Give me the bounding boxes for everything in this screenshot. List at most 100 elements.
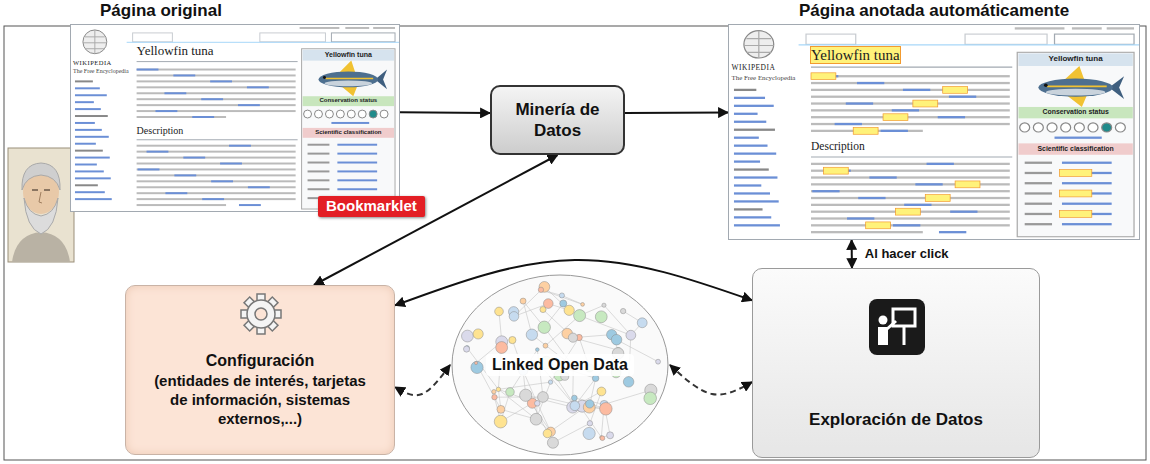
portrait-beard	[24, 198, 58, 234]
row-key	[308, 153, 330, 155]
top-link	[345, 27, 369, 29]
text-line	[137, 74, 296, 76]
row-key	[308, 188, 330, 190]
link-segment	[904, 204, 931, 206]
annotation-highlight	[823, 167, 848, 174]
text-line	[811, 75, 1010, 77]
link-segment	[155, 110, 177, 112]
cloud-dataset	[462, 330, 474, 342]
tab	[806, 34, 856, 44]
fish-eye	[1044, 84, 1048, 87]
status-dot	[315, 110, 323, 118]
dashed-connector	[670, 365, 752, 395]
box-label: Exploración de Datos	[809, 409, 983, 430]
sidebar-link	[75, 150, 103, 152]
status-dot	[1102, 123, 1112, 132]
text-line	[137, 104, 296, 106]
link-segment	[201, 98, 223, 100]
exploration-icon	[869, 299, 925, 355]
cloud-outline	[452, 275, 668, 455]
sidebar-link	[734, 160, 760, 162]
sidebar-link	[734, 121, 766, 123]
connector-arrow	[851, 240, 853, 268]
portrait-robe	[12, 232, 70, 262]
text-line	[811, 217, 1010, 219]
cloud-dataset	[473, 329, 483, 339]
box-body: (entidades de interés, tarjetas de infor…	[154, 371, 366, 428]
status-dot	[325, 110, 333, 118]
panel-heading: Página original	[70, 0, 400, 22]
sidebar-link	[75, 80, 93, 82]
exploration-box: Exploración de Datos	[752, 268, 1040, 458]
sidebar-link	[75, 87, 100, 89]
cloud-dataset	[626, 330, 636, 340]
infobox	[1017, 52, 1134, 236]
cloud-dataset	[572, 395, 578, 401]
cloud-dataset	[611, 334, 622, 345]
text-line	[811, 82, 1010, 84]
fish-belly	[324, 80, 372, 86]
text-line	[137, 198, 296, 200]
row-key	[1025, 203, 1052, 205]
text-line	[137, 80, 296, 82]
sidebar-link	[75, 129, 102, 131]
annotation-highlight	[1059, 170, 1091, 177]
cloud-dataset	[526, 329, 537, 340]
text-line	[137, 186, 296, 188]
dashed-connector	[395, 365, 450, 395]
row-key	[308, 170, 330, 172]
sidebar-link	[75, 164, 97, 166]
globe-lines	[83, 30, 107, 54]
sidebar-link	[75, 177, 111, 179]
sidebar-link	[734, 145, 768, 147]
row-value	[337, 144, 377, 146]
link-segment	[137, 69, 159, 71]
top-link	[1107, 27, 1134, 29]
link-segment	[858, 197, 885, 199]
cloud-dataset	[568, 333, 577, 342]
cloud-dataset	[597, 387, 606, 396]
text-line	[811, 224, 1010, 226]
cloud-dataset	[536, 348, 540, 352]
link-segment	[846, 102, 873, 104]
screenshot-frame: WIKIPEDIAThe Free EncyclopediaYellowfin …	[70, 24, 400, 212]
row-value	[337, 170, 377, 172]
row-key	[1025, 172, 1052, 174]
status-dot	[1033, 123, 1043, 132]
sidebar-link	[734, 105, 774, 107]
sidebar-link	[734, 152, 776, 154]
text-line	[137, 145, 296, 147]
cloud-dataset	[494, 415, 507, 428]
text-line	[811, 197, 1010, 199]
icon-head	[879, 316, 888, 325]
gear-ring	[247, 300, 275, 328]
text-line	[137, 163, 296, 165]
site-logo-text: WIKIPEDIA	[73, 59, 112, 66]
infobox-band: Scientific classification	[302, 129, 395, 136]
panel-heading: Página anotada automáticamente	[728, 0, 1140, 22]
edge-label: Al hacer click	[862, 246, 952, 262]
fish-eye	[323, 76, 326, 79]
text-line	[137, 204, 226, 206]
tab-rule	[799, 44, 1139, 45]
gear-icon	[241, 294, 281, 334]
cloud-link	[545, 316, 579, 346]
sidebar-link	[734, 224, 780, 226]
top-link	[300, 27, 340, 29]
annotation-highlight	[895, 208, 920, 215]
cloud-link	[514, 304, 548, 317]
link-segment	[869, 176, 896, 178]
annotation-highlight	[866, 222, 891, 229]
sidebar-link	[75, 101, 94, 103]
cloud-dataset	[581, 302, 585, 306]
link-segment	[202, 198, 224, 200]
status-dot	[1061, 123, 1071, 132]
sidebar-link	[734, 137, 759, 139]
icon-body	[878, 327, 888, 345]
cloud-dataset	[492, 394, 497, 399]
row-key	[1025, 162, 1052, 164]
link-segment	[892, 109, 919, 111]
site-tagline: The Free Encyclopedia	[73, 68, 129, 75]
link-segment	[192, 116, 214, 118]
text-line	[137, 168, 296, 170]
